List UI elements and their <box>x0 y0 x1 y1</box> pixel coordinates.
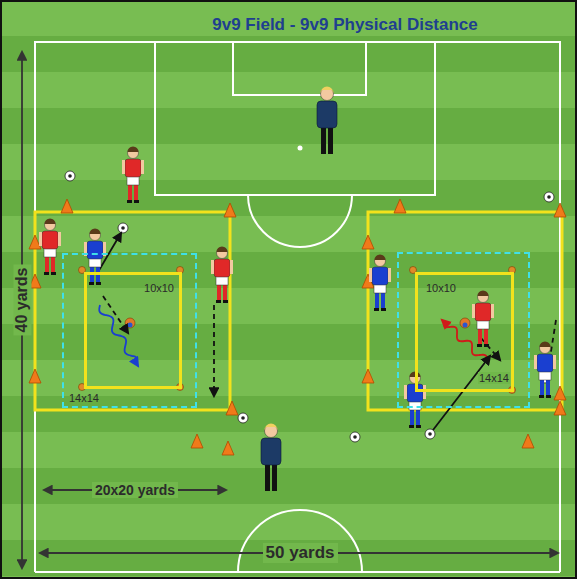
player-figure <box>472 291 494 348</box>
run-arrow <box>213 305 215 396</box>
marker-disc <box>460 318 470 328</box>
dimension-label: 40 yards <box>13 265 31 336</box>
diagram-title: 9v9 Field - 9v9 Physical Distance <box>120 15 570 35</box>
grid-square <box>368 212 562 410</box>
cone <box>226 401 238 415</box>
grass-stripe <box>0 0 577 36</box>
zone-square: 14x14 10x10 <box>62 253 197 408</box>
run-arrow <box>481 338 500 360</box>
grass-stripe <box>0 72 577 108</box>
grass-stripe <box>0 144 577 180</box>
soccer-ball <box>350 432 360 442</box>
pass-arrow <box>21 300 23 568</box>
player-figure <box>122 147 144 204</box>
marker-disc <box>128 323 133 328</box>
coach-figure <box>261 424 281 492</box>
marker-disc <box>125 318 135 328</box>
zone-size-label: 14x14 <box>68 392 100 404</box>
pass-arrow <box>433 356 490 430</box>
cone <box>522 434 534 448</box>
soccer-ball <box>118 223 128 233</box>
grass-stripe <box>0 432 577 468</box>
marker-disc <box>463 323 468 328</box>
grass-stripe <box>0 108 577 144</box>
pass-arrow <box>40 552 300 554</box>
player-figure <box>39 219 61 276</box>
player-figure <box>534 342 556 399</box>
grid-square <box>35 212 230 410</box>
zone-size-label: 14x14 <box>478 372 510 384</box>
grass-stripe <box>0 540 577 576</box>
cone <box>394 199 406 213</box>
cone <box>61 199 73 213</box>
pass-arrow <box>21 52 23 300</box>
player-figure <box>369 255 391 312</box>
cone <box>29 369 41 383</box>
zone-square: 14x14 10x10 <box>397 252 530 408</box>
inner-square: 10x10 <box>415 272 514 392</box>
soccer-ball <box>238 413 248 423</box>
grass-stripe <box>0 504 577 540</box>
cone <box>362 235 374 249</box>
cone <box>554 386 566 400</box>
cone <box>554 203 566 217</box>
zone-size-label: 10x10 <box>143 282 175 294</box>
pass-arrow <box>300 552 558 554</box>
dimension-label: 20x20 yards <box>92 482 178 498</box>
soccer-ball <box>425 429 435 439</box>
dribble-arrow <box>99 305 138 366</box>
zone-size-label: 10x10 <box>425 282 457 294</box>
cone <box>554 401 566 415</box>
cone <box>222 441 234 455</box>
pitch-lines <box>35 42 560 572</box>
cone <box>224 203 236 217</box>
coach-figure <box>317 87 337 155</box>
cone <box>362 369 374 383</box>
soccer-ball <box>65 171 75 181</box>
cone <box>191 434 203 448</box>
soccer-ball <box>544 192 554 202</box>
player-figure <box>211 247 233 304</box>
player-figure <box>84 229 106 286</box>
grass-stripe <box>0 468 577 504</box>
dimension-label: 50 yards <box>263 543 338 563</box>
inner-square: 10x10 <box>84 272 182 389</box>
